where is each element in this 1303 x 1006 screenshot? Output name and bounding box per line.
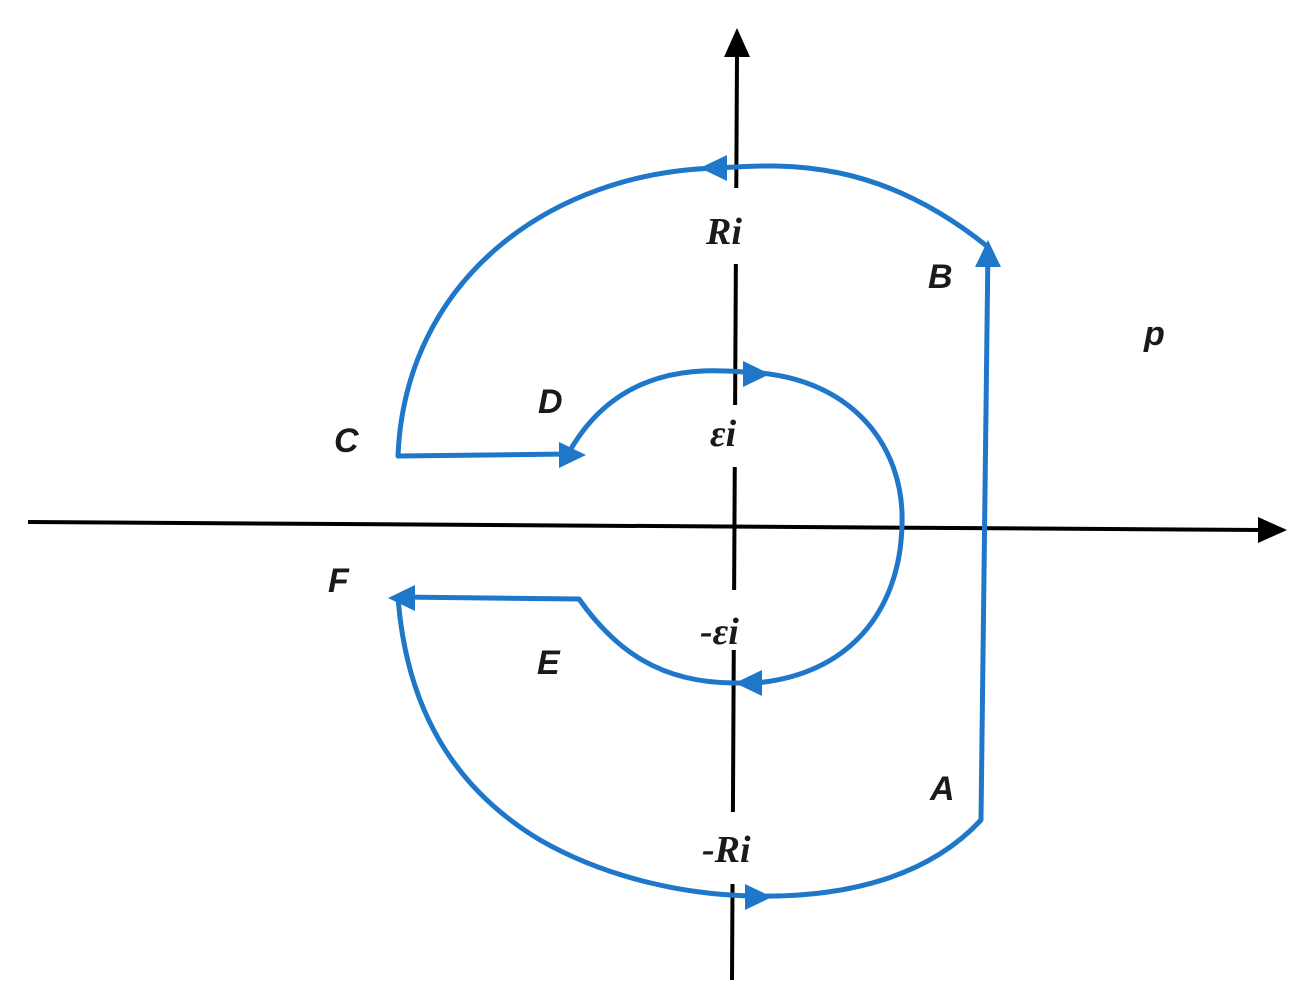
arrow-left-ef-icon [388, 585, 415, 611]
label-neg-ri: -Ri [702, 829, 751, 871]
neg-eps-i-label-mask [698, 590, 764, 650]
label-ri: Ri [705, 211, 742, 253]
label-p: p [1143, 315, 1165, 353]
label-b: B [928, 258, 953, 296]
arrow-left-small-bottom-icon [735, 670, 762, 696]
arrow-up-icon [975, 240, 1001, 267]
label-c: C [334, 422, 359, 460]
imaginary-axis-arrow-icon [724, 28, 750, 57]
neg-ri-label-mask [700, 812, 776, 884]
eps-i-label-mask [705, 405, 759, 467]
ri-label-mask [700, 188, 772, 264]
real-axis [27, 520, 1263, 532]
arrow-right-small-top-icon [743, 361, 770, 387]
arrow-right-cd-icon [559, 442, 586, 468]
label-a: A [929, 770, 955, 808]
label-f: F [328, 562, 350, 600]
label-eps-i: εi [710, 413, 737, 455]
arrow-right-bottom-icon [745, 884, 772, 910]
arrow-left-top-icon [700, 155, 727, 181]
label-e: E [537, 644, 561, 682]
label-neg-eps-i: -εi [700, 611, 739, 653]
contour-path [395, 163, 991, 899]
real-axis-arrow-icon [1258, 517, 1287, 543]
label-d: D [538, 383, 563, 421]
